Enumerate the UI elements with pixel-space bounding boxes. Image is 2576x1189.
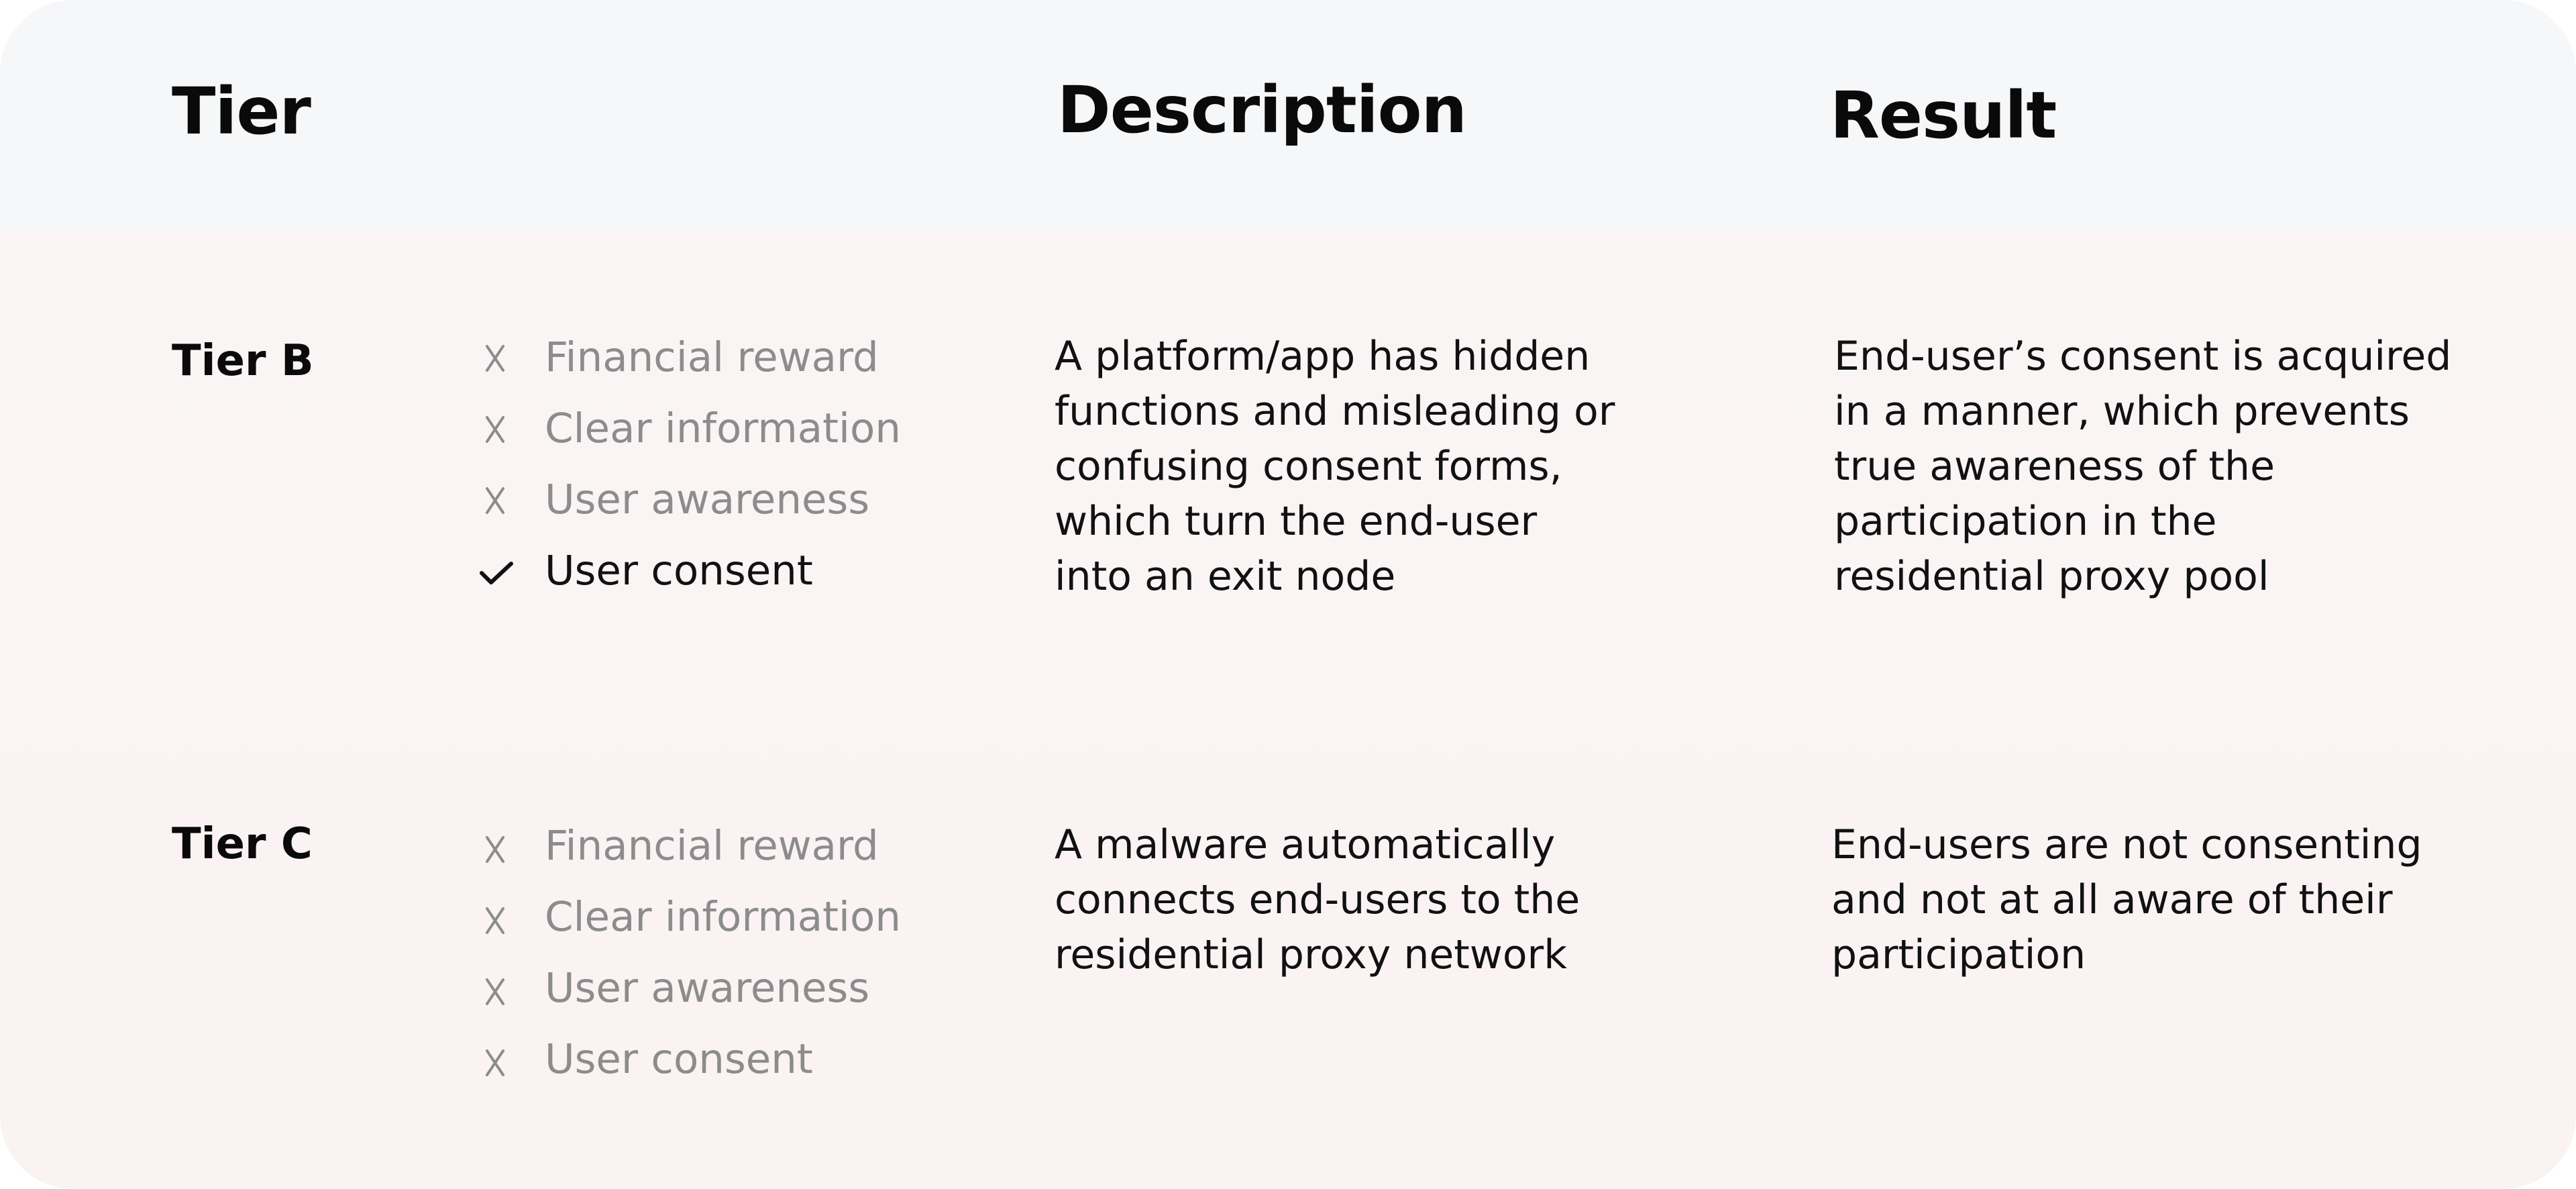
tier-description: A platform/app has hidden functions and … xyxy=(1055,329,1615,604)
header-result: Result xyxy=(1830,78,2057,153)
description-line: A platform/app has hidden xyxy=(1055,333,1591,380)
x-icon xyxy=(486,487,504,514)
description-line: confusing consent forms, xyxy=(1055,443,1562,490)
description-line: residential proxy network xyxy=(1055,931,1567,978)
criterion-label: User consent xyxy=(545,547,813,594)
header-description: Description xyxy=(1057,72,1467,148)
criterion-label: User awareness xyxy=(545,476,870,523)
table-header: Tier Description Result xyxy=(0,0,2576,228)
tier-result: End-user’s consent is acquired in a mann… xyxy=(1834,329,2451,604)
tier-name: Tier B xyxy=(172,336,314,386)
result-line: participation in the xyxy=(1834,498,2217,545)
result-line: true awareness of the xyxy=(1834,443,2275,490)
x-icon xyxy=(486,345,504,372)
description-line: connects end-users to the xyxy=(1055,876,1580,923)
criterion-label: User consent xyxy=(545,1035,813,1083)
result-line: and not at all aware of their xyxy=(1831,876,2393,923)
result-line: in a manner, which prevents xyxy=(1834,388,2410,435)
description-line: A malware automatically xyxy=(1055,821,1556,868)
result-line: participation xyxy=(1831,931,2086,978)
tier-name: Tier C xyxy=(172,819,313,869)
criterion-label: Clear information xyxy=(545,893,901,941)
x-icon xyxy=(486,978,504,1005)
x-icon xyxy=(486,416,504,443)
result-line: End-users are not consenting xyxy=(1831,821,2422,868)
x-icon xyxy=(486,836,504,863)
criterion-label: Financial reward xyxy=(545,333,879,381)
description-line: into an exit node xyxy=(1055,553,1396,600)
description-line: functions and misleading or xyxy=(1055,388,1615,435)
check-icon xyxy=(480,562,513,584)
criterion-label: Financial reward xyxy=(545,822,879,870)
result-line: residential proxy pool xyxy=(1834,553,2269,600)
description-line: which turn the end-user xyxy=(1055,498,1538,545)
criterion-label: User awareness xyxy=(545,964,870,1012)
x-icon xyxy=(486,1049,504,1076)
result-line: End-user’s consent is acquired xyxy=(1834,333,2452,380)
header-tier: Tier xyxy=(172,74,311,149)
tier-result: End-users are not consenting and not at … xyxy=(1831,817,2422,982)
tier-description: A malware automatically connects end-use… xyxy=(1055,817,1580,982)
x-icon xyxy=(486,907,504,934)
criterion-label: Clear information xyxy=(545,405,901,452)
